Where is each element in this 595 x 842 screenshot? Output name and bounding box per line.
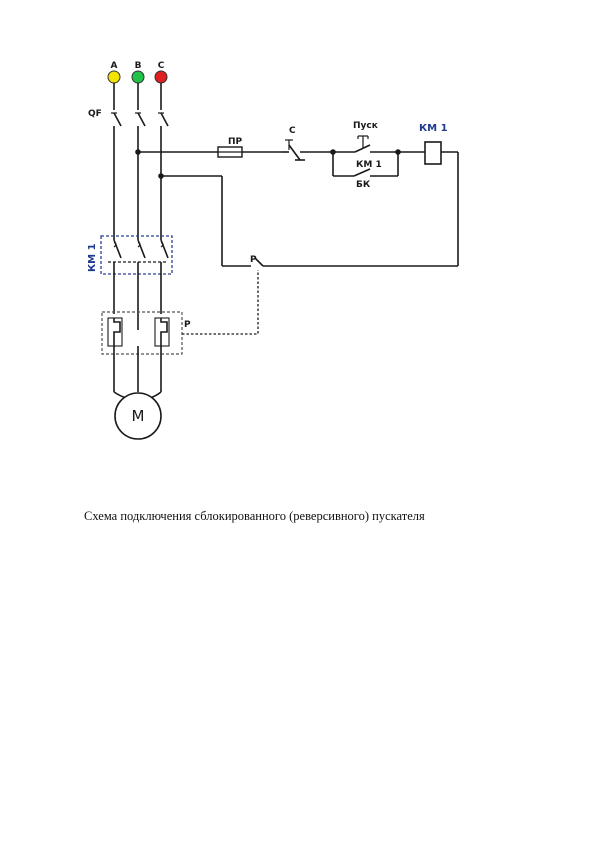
motor-wires bbox=[113, 346, 162, 399]
contactor-label: КМ 1 bbox=[87, 243, 98, 272]
breaker-qf bbox=[111, 112, 169, 127]
control-circuit bbox=[138, 135, 459, 267]
contactor-contacts bbox=[108, 239, 169, 330]
coil-symbol bbox=[424, 141, 442, 165]
phase-b-label: B bbox=[135, 61, 142, 71]
breaker-label: QF bbox=[88, 109, 102, 119]
fuse-label: ПР bbox=[228, 137, 243, 147]
aux-contact-label: КМ 1 bbox=[356, 160, 382, 170]
thermal-relay-frame bbox=[101, 311, 183, 355]
phase-wires-top bbox=[113, 83, 162, 110]
contactor-frame bbox=[100, 235, 173, 275]
phase-c-lamp bbox=[154, 70, 168, 84]
phase-a-lamp bbox=[107, 70, 121, 84]
thermal-link bbox=[182, 270, 259, 335]
motor-symbol bbox=[114, 392, 162, 440]
thermal-relay-elements bbox=[107, 317, 170, 347]
stop-label: С bbox=[289, 126, 296, 136]
thermal-relay-label: Р bbox=[184, 320, 191, 330]
phase-wires-middle bbox=[113, 126, 162, 240]
relay-contact-label: Р bbox=[250, 255, 257, 265]
phase-c-label: C bbox=[158, 61, 165, 71]
phase-a-label: A bbox=[111, 61, 118, 71]
motor-label: М bbox=[132, 407, 145, 425]
phase-b-lamp bbox=[131, 70, 145, 84]
start-label: Пуск bbox=[353, 121, 378, 131]
coil-label: КМ 1 bbox=[419, 123, 448, 134]
diagram-caption: Схема подключения сблокированного (ревер… bbox=[84, 509, 425, 523]
block-contact-label: БК bbox=[356, 180, 371, 190]
